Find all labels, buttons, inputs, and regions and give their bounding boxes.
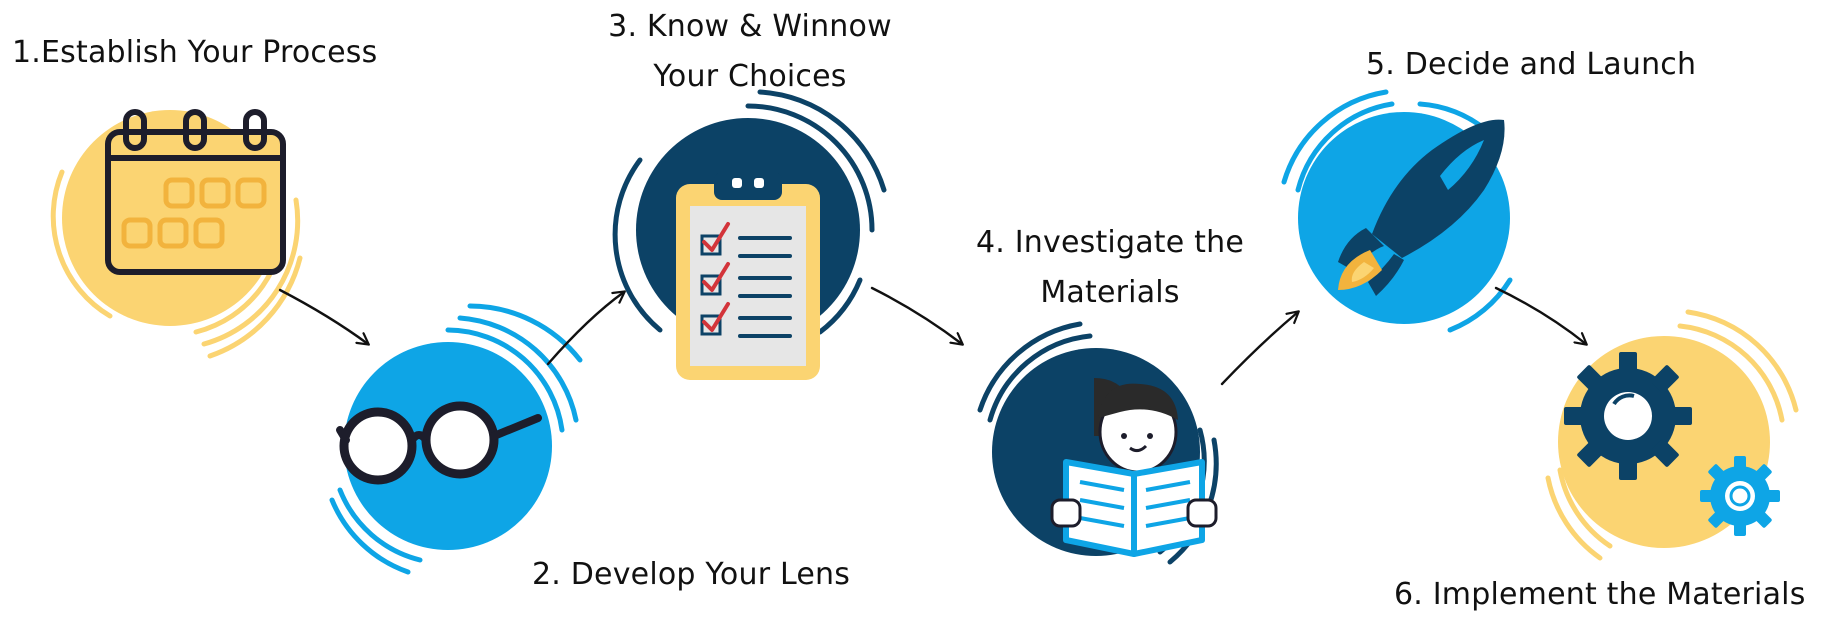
step-1-badge: [50, 109, 303, 359]
step-6-label: 6. Implement the Materials: [1394, 577, 1806, 612]
small-gear-icon: [1700, 456, 1780, 536]
step-3-badge: [612, 89, 887, 380]
step-3-label-line1: 3. Know & Winnow: [608, 9, 892, 44]
step-1-label: 1.Establish Your Process: [12, 35, 378, 70]
arrow-2-to-3: [546, 292, 624, 366]
step-3-rings: [612, 89, 887, 335]
step-2-rings: [329, 303, 583, 575]
arrow-4-to-5: [1220, 312, 1298, 386]
step-4-label-line2: Materials: [1040, 275, 1180, 310]
person-reading-icon: [1050, 378, 1218, 557]
large-gear-icon: [1564, 352, 1692, 480]
step-2-label: 2. Develop Your Lens: [532, 557, 851, 592]
arrow-3-to-4: [870, 286, 962, 344]
step-5-label: 5. Decide and Launch: [1366, 47, 1697, 82]
calendar-icon: [105, 109, 286, 275]
step-5-badge: [1281, 89, 1513, 333]
rocket-icon: [1338, 119, 1505, 296]
step-3-label-line2: Your Choices: [653, 59, 847, 94]
flow-arrows: [278, 286, 1586, 386]
clipboard-checklist-icon: [676, 172, 820, 380]
arrow-5-to-6: [1494, 286, 1586, 344]
step-4-label: 4. Investigate the Materials: [920, 216, 1300, 320]
step-4-label-line1: 4. Investigate the: [976, 225, 1244, 260]
step-4-badge: [977, 321, 1219, 565]
step-2-badge: [329, 303, 583, 575]
step-6-badge: [1545, 309, 1799, 561]
step-3-label: 3. Know & Winnow Your Choices: [560, 0, 940, 104]
glasses-icon: [336, 401, 542, 485]
arrow-1-to-2: [278, 288, 368, 344]
step-6-rings: [1545, 309, 1799, 561]
step-5-rings: [1281, 89, 1513, 333]
gears-icon: [1564, 352, 1780, 536]
